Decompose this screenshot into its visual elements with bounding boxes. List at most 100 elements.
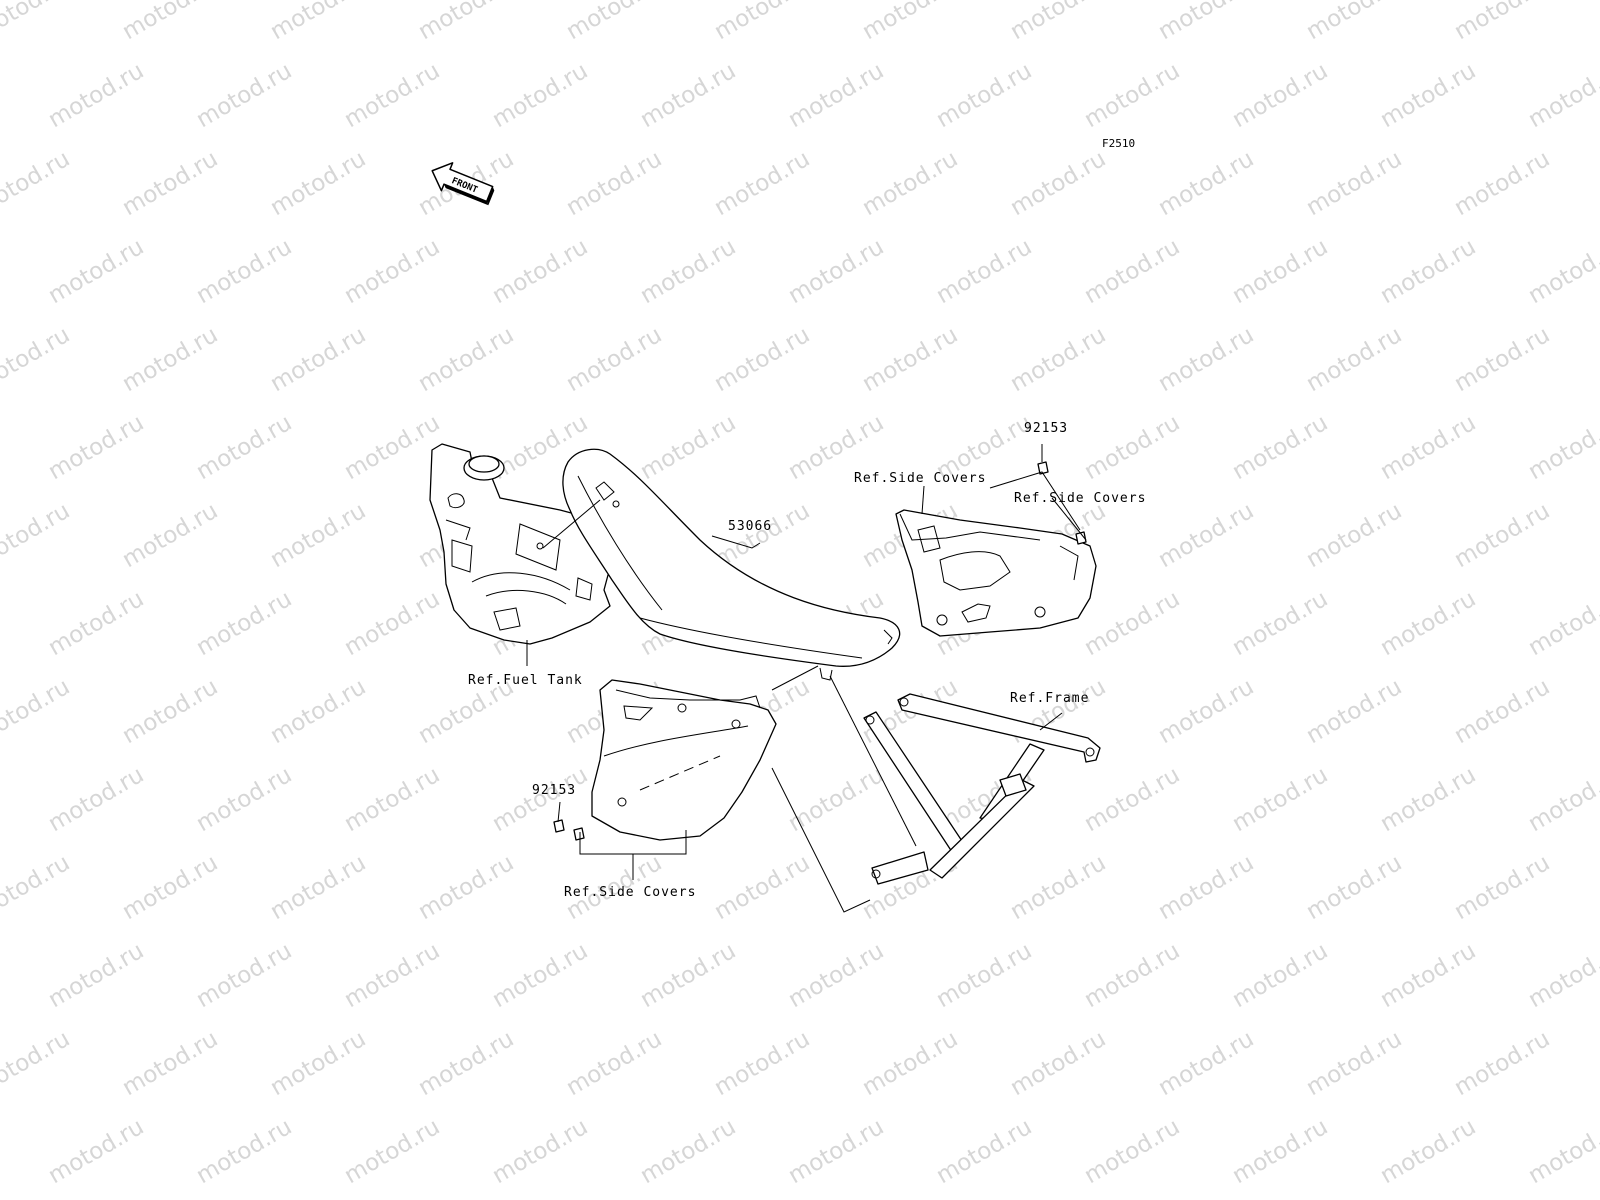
watermark-text: motod.ru — [1080, 1114, 1184, 1189]
watermark-text: motod.ru — [1080, 410, 1184, 485]
watermark-text: motod.ru — [1450, 850, 1554, 925]
watermark-text: motod.ru — [710, 0, 814, 45]
bolt-right-cover — [1075, 531, 1087, 545]
watermark-text: motod.ru — [710, 1026, 814, 1101]
watermark-text: motod.ru — [1302, 146, 1406, 221]
watermark-text: motod.ru — [562, 322, 666, 397]
seat — [562, 448, 901, 681]
watermark-text: motod.ru — [488, 234, 592, 309]
bolt-left-2 — [573, 827, 585, 841]
watermark-text: motod.ru — [1302, 674, 1406, 749]
watermark-text: motod.ru — [266, 850, 370, 925]
watermark-text: motod.ru — [0, 0, 74, 45]
watermark-text: motod.ru — [1376, 58, 1480, 133]
label-ref-side-covers-right: Ref.Side Covers — [1014, 491, 1146, 506]
watermark-text: motod.ru — [414, 0, 518, 45]
watermark-text: motod.ru — [266, 1026, 370, 1101]
watermark-text: motod.ru — [340, 938, 444, 1013]
watermark-text: motod.ru — [488, 1114, 592, 1189]
label-bolt-92153-left: 92153 — [532, 783, 576, 798]
figure-code: F2510 — [1102, 137, 1135, 150]
watermark-text: motod.ru — [1302, 322, 1406, 397]
watermark-text: motod.ru — [710, 146, 814, 221]
watermark-text: motod.ru — [1228, 234, 1332, 309]
watermark-text: motod.ru — [414, 322, 518, 397]
watermark-text: motod.ru — [636, 410, 740, 485]
watermark-text: motod.ru — [414, 1026, 518, 1101]
watermark-text: motod.ru — [858, 1026, 962, 1101]
watermark-text: motod.ru — [118, 850, 222, 925]
watermark-text: motod.ru — [1080, 762, 1184, 837]
watermark-text: motod.ru — [192, 1114, 296, 1189]
watermark-text: motod.ru — [44, 938, 148, 1013]
watermark-text: motod.ru — [1524, 762, 1600, 837]
watermark-text: motod.ru — [0, 498, 74, 573]
watermark-text: motod.ru — [1524, 586, 1600, 661]
watermark-text: motod.ru — [192, 58, 296, 133]
watermark-text: motod.ru — [1154, 322, 1258, 397]
watermark-text: motod.ru — [1154, 146, 1258, 221]
watermark-text: motod.ru — [1228, 762, 1332, 837]
watermark-text: motod.ru — [1450, 498, 1554, 573]
watermark-text: motod.ru — [1228, 410, 1332, 485]
watermark-text: motod.ru — [118, 498, 222, 573]
watermark-text: motod.ru — [1080, 234, 1184, 309]
watermark-text: motod.ru — [266, 498, 370, 573]
watermark-text: motod.ru — [1080, 938, 1184, 1013]
watermark-text: motod.ru — [192, 762, 296, 837]
watermark-text: motod.ru — [1154, 1026, 1258, 1101]
watermark-text: motod.ru — [1228, 1114, 1332, 1189]
watermark-text: motod.ru — [118, 146, 222, 221]
watermark-text: motod.ru — [1524, 1114, 1600, 1189]
watermark-text: motod.ru — [784, 234, 888, 309]
watermark-text: motod.ru — [1006, 146, 1110, 221]
watermark-text: motod.ru — [636, 1114, 740, 1189]
watermark-text: motod.ru — [1154, 498, 1258, 573]
watermark-text: motod.ru — [858, 146, 962, 221]
watermark-text: motod.ru — [340, 586, 444, 661]
watermark-text: motod.ru — [340, 410, 444, 485]
watermark-text: motod.ru — [562, 0, 666, 45]
watermark-text: motod.ru — [118, 674, 222, 749]
watermark-text: motod.ru — [266, 674, 370, 749]
watermark-text: motod.ru — [488, 58, 592, 133]
watermark-text: motod.ru — [488, 938, 592, 1013]
side-cover-right — [895, 509, 1097, 637]
watermark-text: motod.ru — [1524, 938, 1600, 1013]
label-seat-53066: 53066 — [728, 519, 772, 534]
watermark-text: motod.ru — [340, 1114, 444, 1189]
watermark-text: motod.ru — [858, 0, 962, 45]
watermark-text: motod.ru — [1302, 0, 1406, 45]
watermark-text: motod.ru — [562, 146, 666, 221]
watermark-text: motod.ru — [192, 938, 296, 1013]
watermark-text: motod.ru — [932, 938, 1036, 1013]
watermark-text: motod.ru — [1228, 58, 1332, 133]
watermark-text: motod.ru — [1376, 586, 1480, 661]
watermark-text: motod.ru — [1450, 322, 1554, 397]
watermark-text: motod.ru — [636, 234, 740, 309]
watermark-text: motod.ru — [118, 322, 222, 397]
rear-frame — [863, 693, 1101, 885]
watermark-text: motod.ru — [0, 850, 74, 925]
watermark-text: motod.ru — [932, 234, 1036, 309]
watermark-text: motod.ru — [710, 850, 814, 925]
watermark-text: motod.ru — [192, 234, 296, 309]
label-ref-frame: Ref.Frame — [1010, 691, 1089, 706]
watermark-text: motod.ru — [1154, 850, 1258, 925]
label-ref-side-covers-upper: Ref.Side Covers — [854, 471, 986, 486]
watermark-text: motod.ru — [340, 234, 444, 309]
watermark-text: motod.ru — [1006, 1026, 1110, 1101]
watermark-text: motod.ru — [266, 0, 370, 45]
watermark-text: motod.ru — [414, 850, 518, 925]
fuel-tank — [429, 443, 613, 645]
bolt-right-top — [1037, 461, 1049, 475]
leader-lines — [526, 444, 1087, 913]
watermark-text: motod.ru — [1376, 1114, 1480, 1189]
watermark-text: motod.ru — [44, 58, 148, 133]
watermark-text: motod.ru — [192, 586, 296, 661]
watermark-text: motod.ru — [1228, 586, 1332, 661]
watermark-text: motod.ru — [636, 938, 740, 1013]
label-ref-side-covers-lower: Ref.Side Covers — [564, 885, 696, 900]
